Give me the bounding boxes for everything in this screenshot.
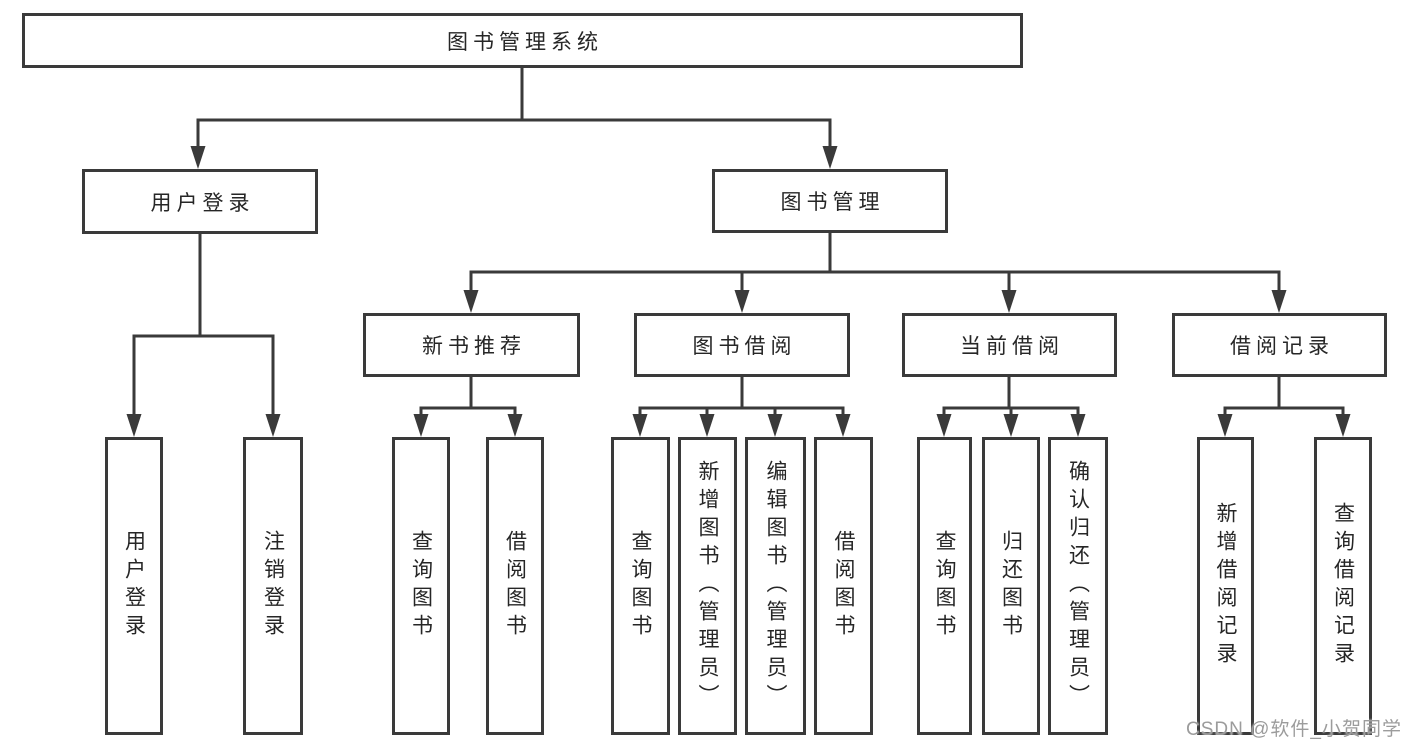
node-user-login-label: 用户登录 bbox=[150, 191, 255, 215]
leaf-query-borrow-record-label: 查询借阅记录 bbox=[1331, 502, 1355, 670]
leaf-add-books-admin: 新增图书（管理员） bbox=[678, 437, 737, 735]
leaf-edit-books-admin-label: 编辑图书（管理员） bbox=[764, 460, 787, 712]
arrowheads bbox=[126, 146, 1351, 437]
leaf-query-borrow-record: 查询借阅记录 bbox=[1314, 437, 1372, 735]
node-new-book-recommend-label: 新书推荐 bbox=[422, 335, 526, 358]
leaf-borrow-books-recommend: 借阅图书 bbox=[486, 437, 544, 735]
node-current-borrowing-label: 当前借阅 bbox=[960, 335, 1064, 358]
leaf-borrow-books-borrowing: 借阅图书 bbox=[814, 437, 873, 735]
node-current-borrowing: 当前借阅 bbox=[902, 313, 1117, 377]
node-new-book-recommend: 新书推荐 bbox=[363, 313, 580, 377]
leaf-add-borrow-record: 新增借阅记录 bbox=[1197, 437, 1254, 735]
node-borrowing-records: 借阅记录 bbox=[1172, 313, 1387, 377]
leaf-borrow-books-borrowing-label: 借阅图书 bbox=[832, 530, 855, 642]
leaf-confirm-return-admin-label: 确认归还（管理员） bbox=[1066, 460, 1090, 712]
leaf-logout-label: 注销登录 bbox=[261, 530, 285, 642]
node-book-management-label: 图书管理 bbox=[780, 191, 885, 214]
leaf-logout: 注销登录 bbox=[243, 437, 303, 735]
node-root: 图书管理系统 bbox=[22, 13, 1023, 68]
node-book-borrowing-label: 图书借阅 bbox=[692, 335, 797, 358]
leaf-add-borrow-record-label: 新增借阅记录 bbox=[1214, 502, 1237, 670]
leaf-query-books-borrowing-label: 查询图书 bbox=[629, 530, 652, 642]
leaf-add-books-admin-label: 新增图书（管理员） bbox=[696, 460, 719, 712]
node-book-borrowing: 图书借阅 bbox=[634, 313, 850, 377]
node-root-label: 图书管理系统 bbox=[447, 30, 603, 54]
leaf-query-books-current-label: 查询图书 bbox=[933, 530, 956, 642]
leaf-borrow-books-recommend-label: 借阅图书 bbox=[503, 530, 527, 642]
csdn-watermark: CSDN @软件_小贺同学 bbox=[1186, 719, 1402, 740]
node-borrowing-records-label: 借阅记录 bbox=[1230, 335, 1334, 358]
leaf-edit-books-admin: 编辑图书（管理员） bbox=[745, 437, 806, 735]
leaf-query-books-recommend: 查询图书 bbox=[392, 437, 450, 735]
leaf-query-books-current: 查询图书 bbox=[917, 437, 972, 735]
leaf-user-login: 用户登录 bbox=[105, 437, 163, 735]
node-book-management: 图书管理 bbox=[712, 169, 948, 233]
leaf-user-login-label: 用户登录 bbox=[122, 530, 146, 642]
leaf-return-books-label: 归还图书 bbox=[999, 530, 1023, 642]
leaf-return-books: 归还图书 bbox=[982, 437, 1040, 735]
leaf-query-books-borrowing: 查询图书 bbox=[611, 437, 670, 735]
node-user-login: 用户登录 bbox=[82, 169, 318, 234]
leaf-confirm-return-admin: 确认归还（管理员） bbox=[1048, 437, 1108, 735]
leaf-query-books-recommend-label: 查询图书 bbox=[409, 530, 433, 642]
